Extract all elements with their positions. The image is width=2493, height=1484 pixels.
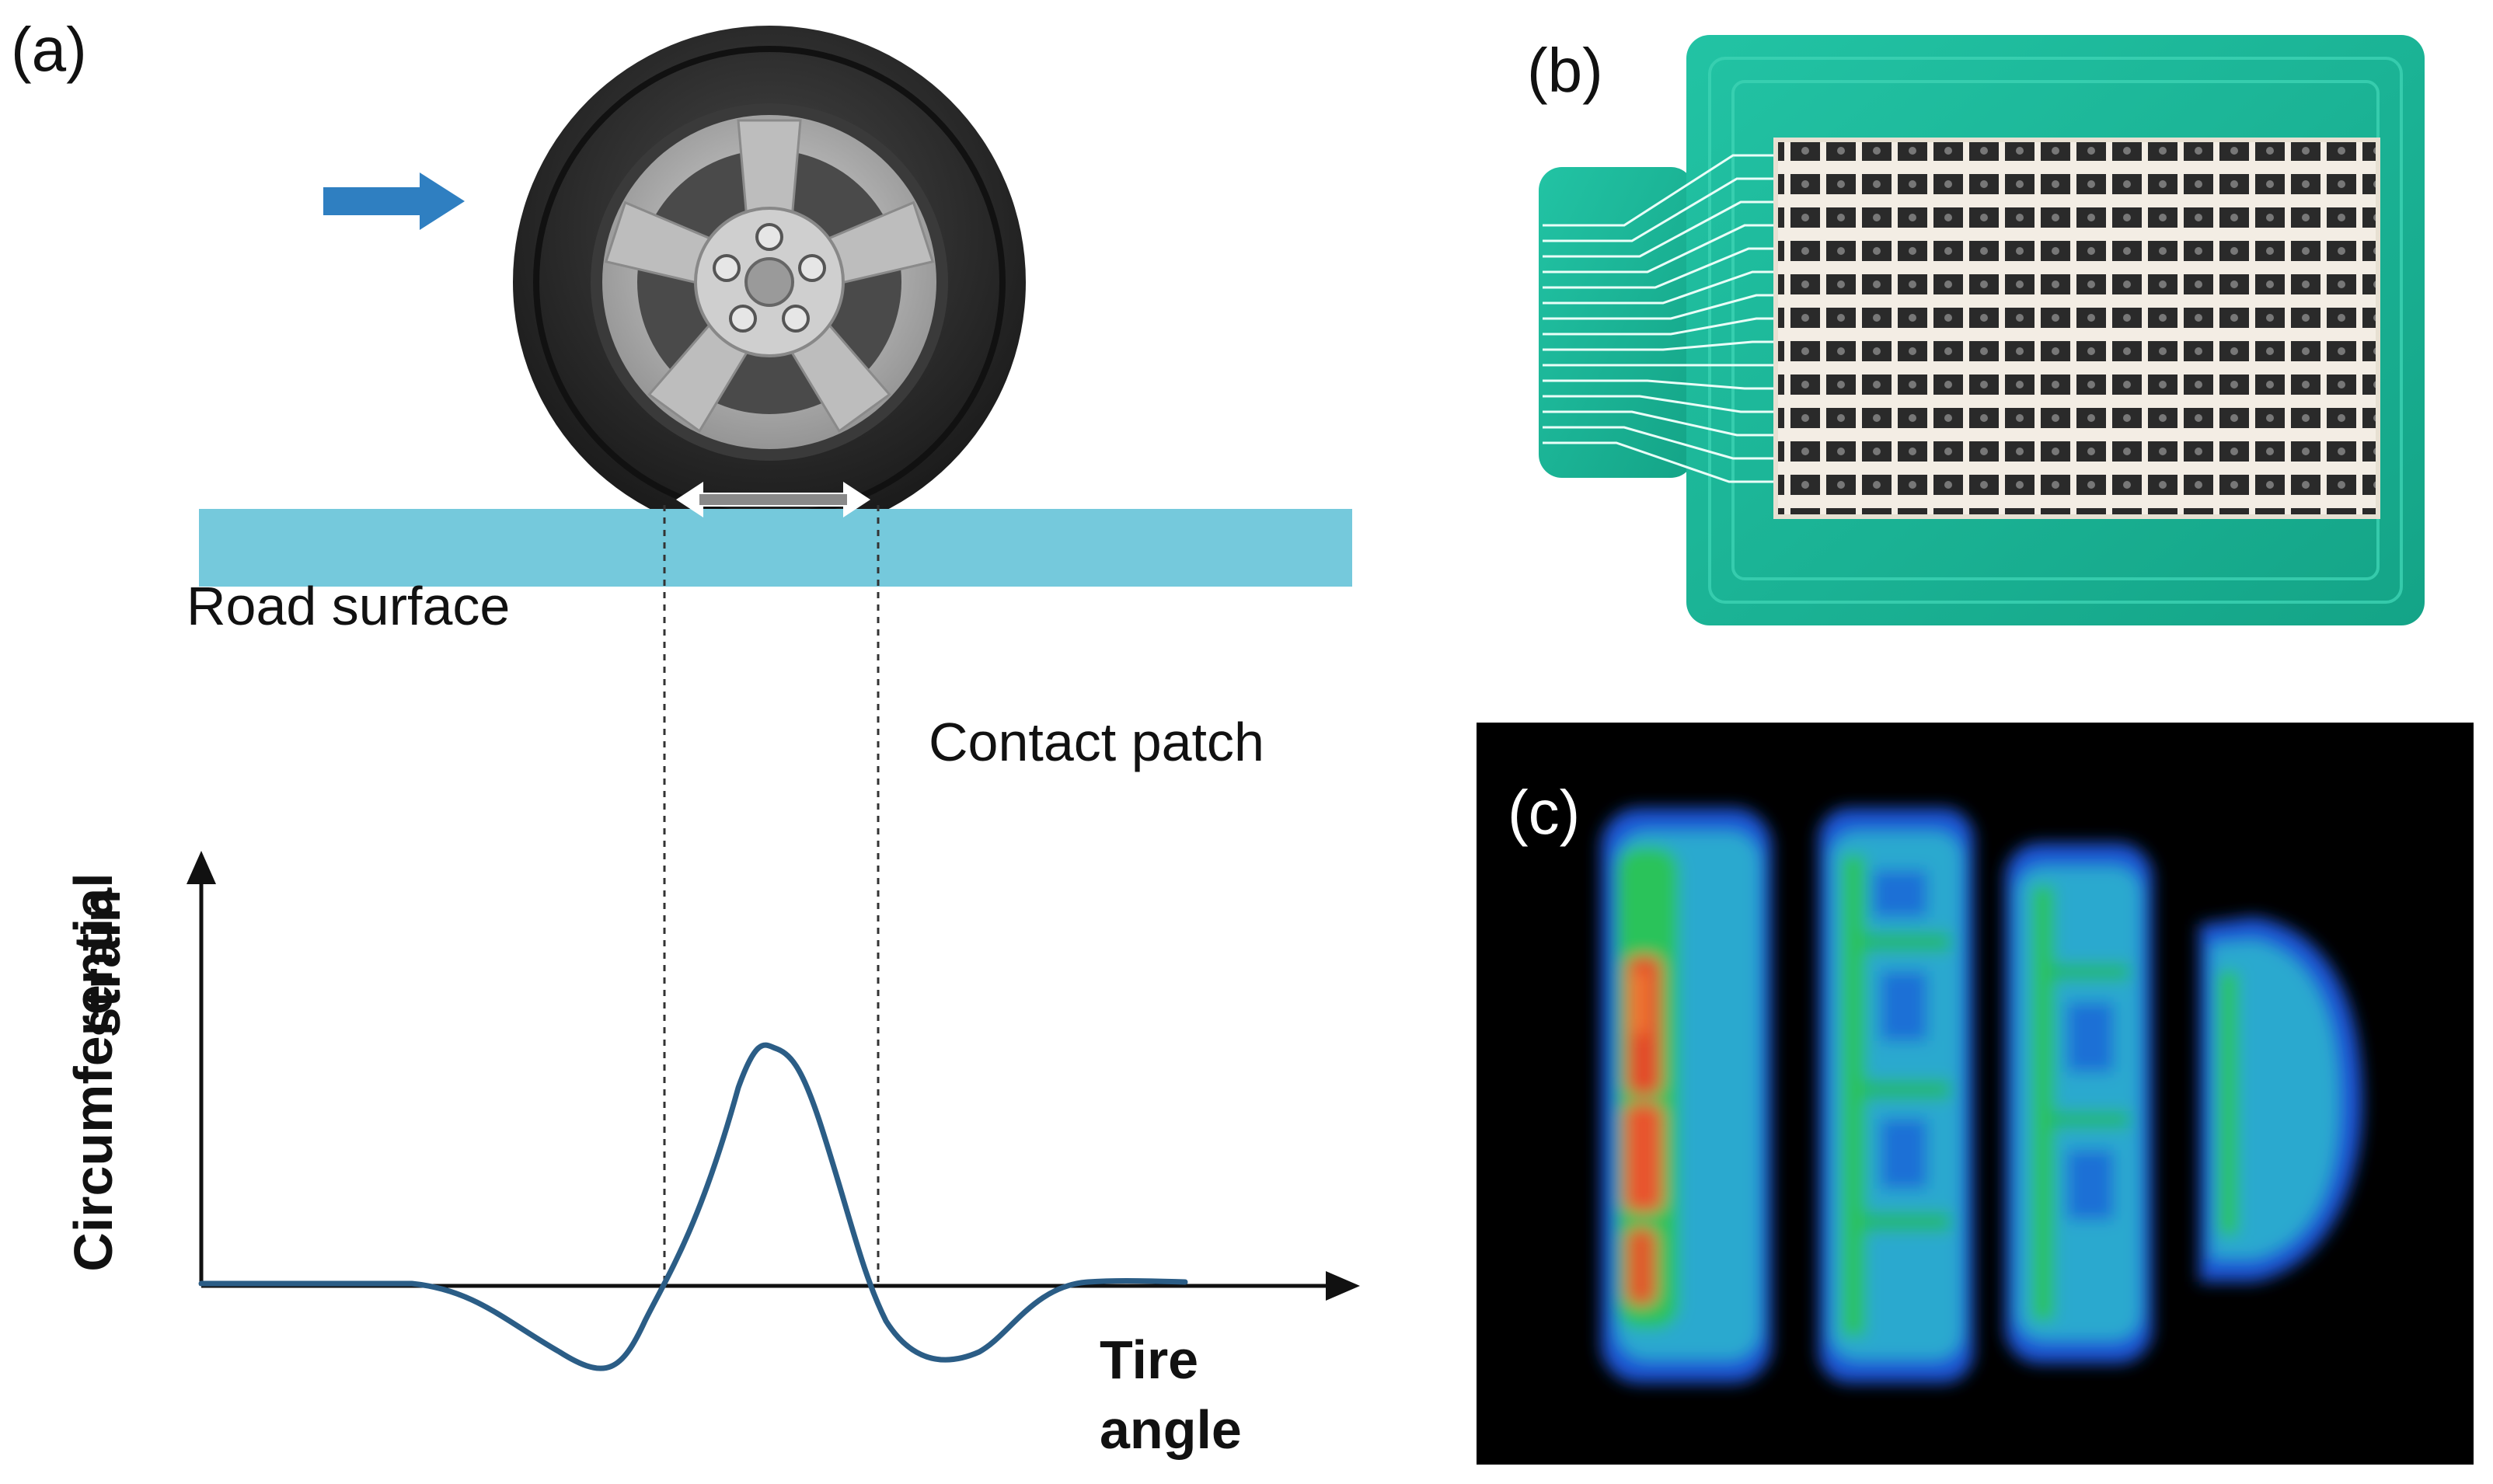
pressure-blob-2	[1818, 808, 1974, 1383]
strain-curve	[198, 1042, 1188, 1371]
pressure-blob-1	[1601, 808, 1772, 1383]
road-surface-label: Road surface	[187, 576, 511, 636]
chart-axes	[187, 851, 1360, 1301]
panel-b-label: (b)	[1527, 36, 1603, 105]
motion-arrow-icon	[323, 172, 465, 230]
road-surface-bar	[199, 509, 1352, 587]
panel-b	[1539, 35, 2425, 625]
tire-icon	[513, 26, 1026, 538]
y-axis-label-line2: strain	[71, 889, 131, 1038]
x-axis-label-line2: angle	[1100, 1399, 1242, 1460]
x-axis-label-line1: Tire	[1100, 1329, 1199, 1390]
contact-patch-guides	[663, 505, 880, 1286]
panel-c-label: (c)	[1508, 778, 1581, 847]
pressure-blob-3	[2005, 843, 2153, 1364]
sensor-leads	[1543, 154, 1780, 483]
panel-a	[187, 26, 1360, 1371]
contact-patch-label: Contact patch	[929, 712, 1264, 772]
sensor-connector-tail	[1539, 167, 1694, 478]
panel-a-label: (a)	[11, 15, 87, 84]
contact-patch-arrow-icon	[676, 482, 870, 517]
sensor-array-grid	[1776, 140, 2378, 517]
pressure-blob-4	[2199, 917, 2362, 1282]
panel-c	[1477, 723, 2474, 1465]
